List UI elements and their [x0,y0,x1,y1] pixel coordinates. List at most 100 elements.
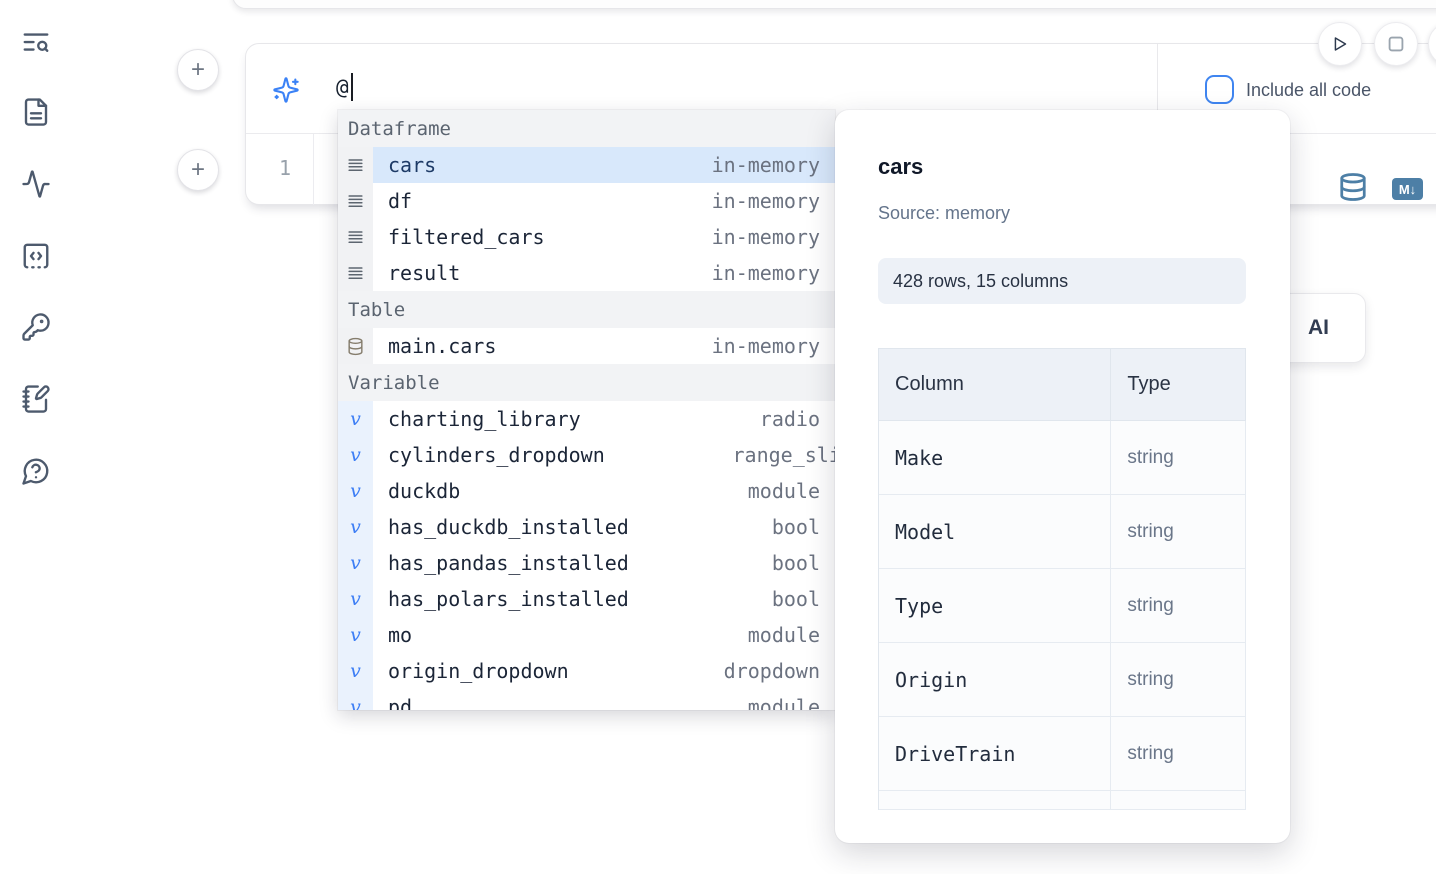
dropdown-item[interactable]: v mo module [338,617,835,653]
column-type-cell: string [1111,717,1246,791]
prompt-value: @ [336,75,349,99]
dropdown-item[interactable]: v cylinders_dropdown range_slider [338,437,835,473]
table-row: DriveTrain string [879,717,1246,791]
section-header-table: Table [338,291,835,328]
stop-icon [1388,36,1404,52]
item-name: pd [388,695,413,710]
dropdown-item[interactable]: df in-memory [338,183,835,219]
type-header: Type [1111,349,1246,421]
schema-table-body: Make string Model string Type string Ori… [879,421,1246,810]
dropdown-item[interactable]: v charting_library radio [338,401,835,437]
help-chat-icon[interactable] [21,456,51,486]
ai-prompt-input[interactable]: @ [336,73,353,101]
database-icon[interactable] [1338,172,1368,202]
ai-button-label: AI [1308,316,1329,339]
dropdown-item[interactable]: v pd module [338,689,835,710]
editor-gutter: 1 [246,134,314,205]
variable-icon: v [338,689,373,710]
item-name: cars [388,153,437,177]
variable-icon: v [338,401,373,437]
column-name-cell: Origin [879,643,1112,717]
file-text-icon[interactable] [21,97,51,127]
variable-icon: v [338,545,373,581]
column-name-cell: Model [879,495,1112,569]
table-item-list: main.cars in-memory [338,328,835,364]
item-meta: in-memory [711,334,820,358]
prompt-divider [1157,44,1158,134]
activity-icon[interactable] [21,169,51,199]
variable-icon: v [338,653,373,689]
play-icon [1334,37,1347,51]
column-type-cell: string [1111,643,1246,717]
autocomplete-dropdown: Dataframe cars in-memory df in-memory [338,110,835,710]
dropdown-item[interactable]: v duckdb module [338,473,835,509]
item-meta: in-memory [711,261,820,285]
notebook-pen-icon[interactable] [21,384,51,414]
schema-table: Column Type Make string Model string Typ… [878,348,1246,810]
add-cell-below-button[interactable]: + [177,149,219,191]
section-header-dataframe: Dataframe [338,110,835,147]
preview-source: Source: memory [878,203,1011,223]
column-type-cell: string [1111,495,1246,569]
item-name: origin_dropdown [388,659,569,683]
table-database-icon [338,328,373,364]
dataframe-preview-popover: cars Source: memory 428 rows, 15 columns… [835,110,1290,843]
table-row [879,791,1246,810]
sparkles-icon [272,76,300,104]
run-cell-button[interactable] [1318,22,1362,66]
column-type-cell: string [1111,569,1246,643]
dropdown-item[interactable]: v has_polars_installed bool [338,581,835,617]
dropdown-item[interactable]: main.cars in-memory [338,328,835,364]
dropdown-item[interactable]: result in-memory [338,255,835,291]
item-meta: module [747,695,820,710]
include-all-code-label: Include all code [1246,80,1372,100]
toc-search-icon[interactable] [21,27,51,57]
item-name: df [388,189,413,213]
item-name: has_polars_installed [388,587,629,611]
previous-cell-edge [232,0,1436,9]
dataframe-rows-icon [338,255,373,291]
item-meta: range_slider [732,443,836,467]
include-all-code-checkbox[interactable] [1205,75,1234,104]
code-editor-row[interactable]: 1 M↓ [246,134,1436,205]
dropdown-item[interactable]: filtered_cars in-memory [338,219,835,255]
table-row: Type string [879,569,1246,643]
variable-icon: v [338,437,373,473]
item-name: main.cars [388,334,497,358]
item-name: mo [388,623,413,647]
preview-title: cars [878,154,924,179]
column-header: Column [879,349,1112,421]
dataframe-item-list: cars in-memory df in-memory filtered_car… [338,147,835,291]
item-meta: in-memory [711,153,820,177]
dataframe-rows-icon [338,219,373,255]
column-name-cell: Make [879,421,1112,495]
item-meta: bool [771,551,820,575]
section-header-variable: Variable [338,364,835,401]
code-square-icon[interactable] [21,241,51,271]
item-name: has_pandas_installed [388,551,629,575]
table-row: Model string [879,495,1246,569]
dropdown-item[interactable]: v origin_dropdown dropdown [338,653,835,689]
variable-icon: v [338,581,373,617]
item-name: result [388,261,461,285]
column-name-cell: DriveTrain [879,717,1112,791]
dropdown-item[interactable]: cars in-memory [338,147,835,183]
add-cell-above-button[interactable]: + [177,49,219,91]
markdown-icon[interactable]: M↓ [1392,178,1423,200]
line-number: 1 [278,156,291,180]
schema-table-header: Column Type [879,349,1246,421]
item-meta: module [747,623,820,647]
dropdown-item[interactable]: v has_pandas_installed bool [338,545,835,581]
item-name: cylinders_dropdown [388,443,605,467]
variable-icon: v [338,617,373,653]
key-icon[interactable] [21,312,51,342]
column-type-cell [1111,791,1246,810]
item-name: filtered_cars [388,225,545,249]
shape-badge: 428 rows, 15 columns [878,258,1246,304]
column-name-cell: Type [879,569,1112,643]
dropdown-item[interactable]: v has_duckdb_installed bool [338,509,835,545]
stop-cell-button[interactable] [1374,22,1418,66]
variable-icon: v [338,473,373,509]
item-meta: module [747,479,820,503]
variable-item-list: v charting_library radio v cylinders_dro… [338,401,835,710]
